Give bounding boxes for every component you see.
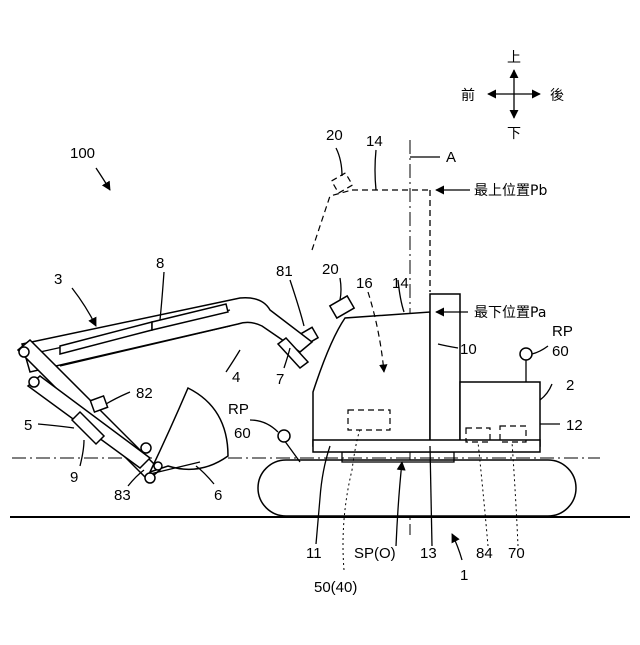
label-81: 81: [276, 263, 293, 280]
label-sp-o: SP(O): [354, 545, 396, 562]
bucket: [141, 388, 228, 483]
label-20-lower: 20: [322, 261, 339, 278]
label-60-left: 60: [234, 425, 251, 442]
direction-up-label: 上: [507, 50, 521, 66]
label-20-upper: 20: [326, 127, 343, 144]
label-6: 6: [214, 487, 222, 504]
label-8: 8: [156, 255, 164, 272]
label-11: 11: [306, 545, 322, 562]
raised-roof-outline: [312, 190, 352, 250]
label-13: 13: [420, 545, 437, 562]
label-12: 12: [566, 417, 583, 434]
crawler-track: [258, 452, 576, 516]
label-70: 70: [508, 545, 525, 562]
label-82: 82: [136, 385, 153, 402]
camera: [330, 296, 354, 318]
axis-a-label: A: [446, 149, 456, 166]
label-1: 1: [460, 567, 468, 584]
top-position-label: 最上位置Pb: [474, 183, 547, 199]
label-9: 9: [70, 469, 78, 486]
label-rp-left: RP: [228, 401, 249, 418]
label-3: 3: [54, 271, 62, 288]
direction-back-label: 後: [550, 88, 564, 104]
label-84: 84: [476, 545, 493, 562]
label-5: 5: [24, 417, 32, 434]
boom: [22, 298, 312, 372]
label-50-40: 50(40): [314, 579, 357, 596]
label-7: 7: [276, 371, 284, 388]
bottom-position-label: 最下位置Pa: [474, 305, 546, 321]
label-60-right: 60: [552, 343, 569, 360]
label-2: 2: [566, 377, 574, 394]
label-4: 4: [232, 369, 240, 386]
direction-front-label: 前: [461, 87, 475, 104]
label-16: 16: [356, 275, 373, 292]
direction-down-label: 下: [507, 126, 521, 142]
left-antenna: [278, 430, 300, 462]
label-83: 83: [114, 487, 131, 504]
label-10: 10: [460, 341, 477, 358]
label-14-upper: 14: [366, 133, 383, 150]
direction-indicator: 上 下 前 後: [461, 50, 564, 142]
label-100: 100: [70, 145, 95, 162]
label-rp-right: RP: [552, 323, 573, 340]
arm: [18, 340, 160, 480]
label-14-lower: 14: [392, 275, 409, 292]
